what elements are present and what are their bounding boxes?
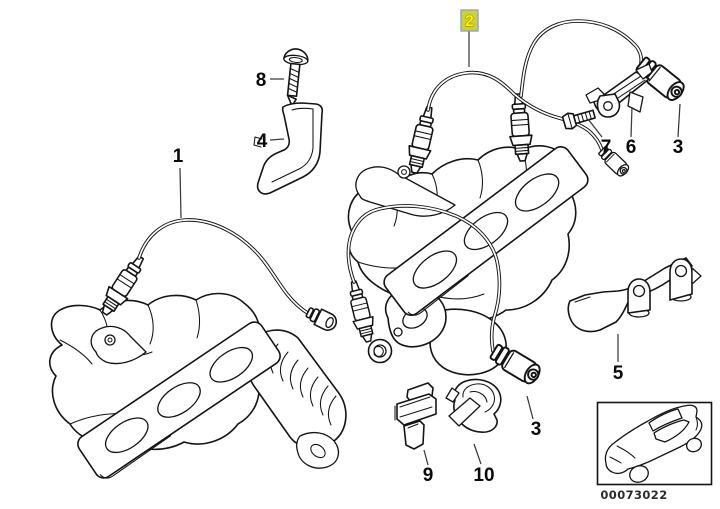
callout-line-3-bottom xyxy=(526,395,534,420)
clip-part9 xyxy=(394,382,437,450)
callout-2-digit: 2 xyxy=(465,13,474,30)
manifold-gusset-arm xyxy=(355,166,456,217)
callout-5[interactable]: 5 xyxy=(613,363,624,384)
manifold-lug-left xyxy=(90,325,147,365)
exhaust-manifold-left xyxy=(49,292,347,479)
connector-plug-bottom xyxy=(487,340,545,388)
vehicle-outline-icon xyxy=(604,404,703,483)
callout-line-1 xyxy=(179,167,182,219)
callout-line-4 xyxy=(269,138,285,141)
sensor-cables xyxy=(137,19,644,353)
callout-line-10 xyxy=(473,443,482,465)
callout-line-3-top xyxy=(677,103,681,138)
connector-plug-sensor1 xyxy=(305,307,338,331)
callout-2-highlight-box xyxy=(460,9,479,32)
oxygen-sensor-2 xyxy=(402,104,441,176)
callout-line-9 xyxy=(423,449,429,466)
callout-1[interactable]: 1 xyxy=(173,146,184,167)
callout-8[interactable]: 8 xyxy=(256,70,267,91)
callout-line-6 xyxy=(630,106,633,138)
bracket-part4 xyxy=(253,102,324,195)
callout-4[interactable]: 4 xyxy=(257,131,268,152)
bolt-part7 xyxy=(561,109,596,130)
oxygen-sensor-rear xyxy=(343,278,380,345)
callout-3-top[interactable]: 3 xyxy=(673,137,684,158)
callout-line-7 xyxy=(587,118,603,138)
callout-9[interactable]: 9 xyxy=(423,465,434,486)
exhaust-manifold-right xyxy=(347,145,589,376)
callout-7[interactable]: 7 xyxy=(601,137,612,158)
callout-2-highlighted[interactable]: 2 xyxy=(460,9,479,32)
callout-3-bottom[interactable]: 3 xyxy=(531,419,542,440)
bracket-part5 xyxy=(567,257,702,333)
bracket-part6 xyxy=(585,63,653,118)
callout-6[interactable]: 6 xyxy=(626,137,637,158)
manifold-flange-right xyxy=(383,146,589,316)
clip-part10 xyxy=(445,378,502,433)
drawing-number: 00073022 xyxy=(600,488,667,502)
manifold-flange-left xyxy=(77,321,281,479)
vehicle-thumbnail-box: 00073022 xyxy=(596,401,713,502)
screw-part8 xyxy=(283,48,309,107)
callout-10[interactable]: 10 xyxy=(473,465,494,486)
